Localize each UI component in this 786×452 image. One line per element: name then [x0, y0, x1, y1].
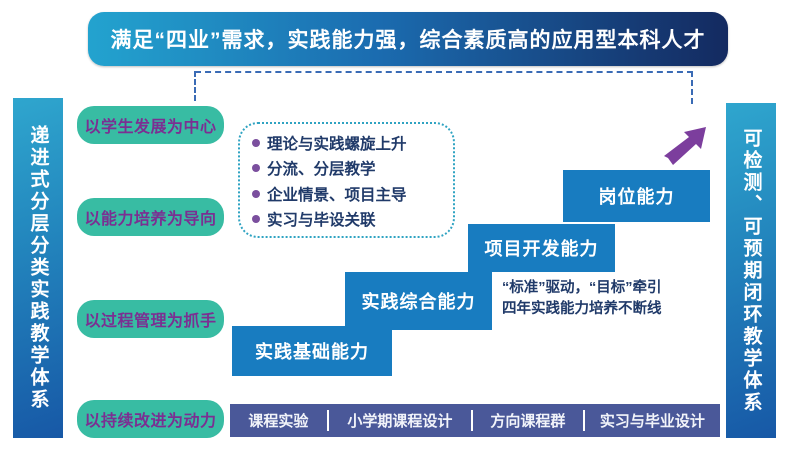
right-system-bar-text: 可检测、可预期闭环教学体系: [740, 127, 762, 414]
feature-item: 实习与毕设关联: [252, 208, 447, 230]
principle-pill-label: 以持续改进为动力: [84, 413, 217, 430]
dashed-connector-left: [194, 71, 196, 101]
segment-divider: [326, 410, 329, 431]
step-label: 实践综合能力: [361, 292, 476, 312]
annotation-line1: “标准”驱动，“目标”牵引: [502, 280, 662, 296]
principle-pill-process: 以过程管理为抓手: [77, 300, 224, 338]
principle-pill-label: 以过程管理为抓手: [84, 313, 217, 330]
principle-pill-label: 以学生发展为中心: [84, 119, 217, 136]
segment-divider: [471, 410, 474, 431]
step-job-capability: 岗位能力: [563, 170, 710, 222]
feature-text: 实习与毕设关联: [267, 211, 376, 229]
bullet-dot-icon: [252, 164, 260, 173]
feature-text: 分流、分层教学: [267, 161, 376, 179]
course-bottom-bar: 课程实验 小学期课程设计 方向课程群 实习与毕业设计: [230, 404, 720, 437]
dashed-connector-right: [691, 71, 693, 104]
left-system-bar-text: 递进式分层分类实践教学体系: [27, 125, 49, 411]
annotation-line2: 四年实践能力培养不断线: [502, 301, 662, 317]
dashed-connector-horizontal: [195, 71, 693, 73]
feature-text: 企业情景、项目主导: [267, 186, 407, 204]
course-segment-course-group: 方向课程群: [490, 413, 566, 430]
arrow-up-right-icon: [664, 127, 706, 165]
goal-banner-text: 满足“四业”需求，实践能力强，综合素质高的应用型本科人才: [110, 29, 706, 52]
principle-pill-label: 以能力培养为导向: [84, 211, 217, 228]
principle-pill-ability: 以能力培养为导向: [77, 198, 224, 236]
teaching-features-box: 理论与实践螺旋上升 分流、分层教学 企业情景、项目主导 实习与毕设关联: [238, 122, 455, 238]
principle-pill-improve: 以持续改进为动力: [77, 400, 224, 438]
step-label: 项目开发能力: [484, 239, 599, 259]
step-project-development: 项目开发能力: [468, 224, 615, 272]
step-label: 岗位能力: [598, 187, 675, 207]
step-label: 实践基础能力: [255, 342, 369, 362]
left-system-bar: 递进式分层分类实践教学体系: [13, 98, 63, 438]
segment-divider: [582, 410, 585, 431]
course-segment-short-term-design: 小学期课程设计: [347, 413, 453, 430]
feature-item: 分流、分层教学: [252, 157, 447, 179]
annotation-text: “标准”驱动，“目标”牵引 四年实践能力培养不断线: [502, 278, 710, 320]
course-segment-experiments: 课程实验: [248, 413, 309, 430]
step-comprehensive-practice: 实践综合能力: [345, 272, 492, 330]
feature-item: 理论与实践螺旋上升: [252, 132, 447, 154]
bullet-dot-icon: [252, 139, 260, 147]
course-segment-internship-graduation: 实习与毕业设计: [599, 413, 705, 430]
feature-item: 企业情景、项目主导: [252, 183, 447, 205]
feature-text: 理论与实践螺旋上升: [267, 136, 407, 153]
goal-banner: 满足“四业”需求，实践能力强，综合素质高的应用型本科人才: [88, 12, 728, 66]
bullet-dot-icon: [252, 189, 260, 198]
step-basic-practice: 实践基础能力: [232, 326, 392, 376]
principle-pill-student: 以学生发展为中心: [77, 106, 224, 144]
right-system-bar: 可检测、可预期闭环教学体系: [726, 103, 776, 438]
bullet-dot-icon: [252, 214, 260, 223]
